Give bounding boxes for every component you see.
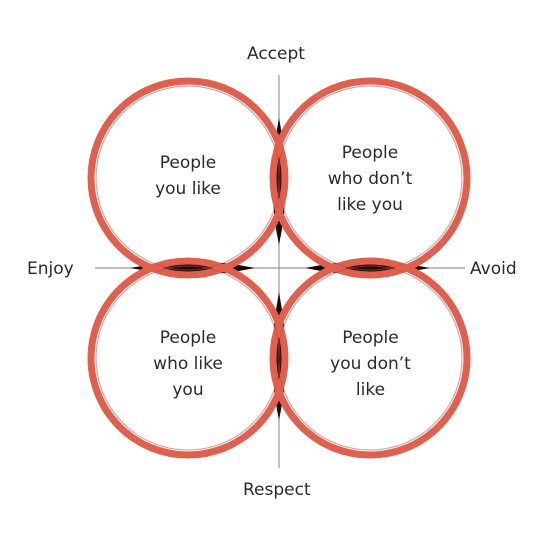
- quadrant-people-who-like-you: People who like you: [123, 325, 253, 403]
- label-respect: Respect: [243, 480, 311, 500]
- quadrant-line: you don’t: [330, 354, 411, 374]
- quadrant-line: People: [159, 153, 217, 173]
- quadrant-line: who don’t: [327, 169, 413, 189]
- label-accept: Accept: [247, 44, 305, 64]
- quadrant-people-who-dont-like-you: People who don’t like you: [305, 140, 435, 218]
- quadrant-people-you-like: People you like: [128, 150, 248, 202]
- label-avoid: Avoid: [470, 259, 517, 279]
- quadrant-line: People: [342, 328, 399, 348]
- quadrant-line: like: [355, 380, 386, 400]
- quadrant-line: People: [159, 328, 217, 348]
- circle-top-right: [269, 77, 471, 279]
- circle-bottom-right: [269, 257, 471, 459]
- quadrant-people-you-dont-like: People you don’t like: [303, 325, 438, 403]
- quadrant-line: People: [341, 143, 399, 163]
- circle-top-left: [87, 77, 289, 279]
- quadrant-line: you: [172, 380, 204, 400]
- quadrant-line: like you: [337, 195, 403, 215]
- label-enjoy: Enjoy: [27, 259, 74, 279]
- quadrant-line: who like: [153, 354, 223, 374]
- circle-bottom-left: [87, 257, 289, 459]
- quadrant-line: you like: [155, 179, 221, 199]
